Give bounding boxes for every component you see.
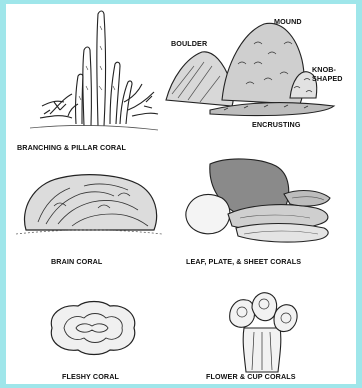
label-boulder: BOULDER	[171, 40, 207, 48]
label-encrusting: ENCRUSTING	[252, 121, 301, 129]
flower-cup-coral-illustration	[216, 284, 308, 376]
fleshy-coral-illustration	[42, 296, 142, 360]
label-fleshy-coral: FLESHY CORAL	[62, 373, 119, 381]
label-mound: MOUND	[274, 18, 302, 26]
figure-panel: BRANCHING & PILLAR CORAL BOULDER MOUND K…	[6, 4, 356, 384]
label-knob-shaped-line2: SHAPED	[312, 75, 343, 83]
leaf-plate-sheet-coral-illustration	[180, 154, 340, 250]
label-brain-coral: BRAIN CORAL	[51, 258, 102, 266]
label-flower-cup-corals: FLOWER & CUP CORALS	[206, 373, 296, 381]
brain-coral-illustration	[14, 166, 164, 244]
label-leaf-plate-sheet-corals: LEAF, PLATE, & SHEET CORALS	[186, 258, 301, 266]
label-knob-shaped-line1: KNOB-	[312, 66, 336, 74]
label-branching-pillar-coral: BRANCHING & PILLAR CORAL	[17, 144, 126, 152]
branching-pillar-coral-illustration	[20, 6, 160, 136]
